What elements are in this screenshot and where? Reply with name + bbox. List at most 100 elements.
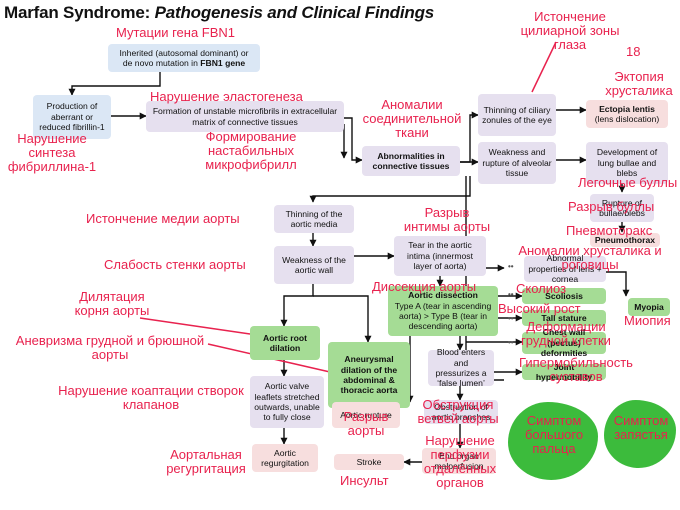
annotation-wall: Слабость стенки аорты [104,257,246,272]
node-text: Joint hypermobility [535,361,593,382]
node-text: Aneurysmal dilation of the abdominal & t… [340,354,398,396]
annotation-perfusion: Нарушение перфузии отдалённых органов [410,433,510,490]
node-ectopia-lentis: Ectopia lentis (lens dislocation) [586,100,668,128]
node-text: Rupture of bullae/blebs [599,197,645,218]
annotation-dissection: Диссекция аорты [372,279,477,294]
annotation-rupture-bullae: Разрыв буллы [568,199,655,214]
annotation-text: Гипермобильность суставов [519,355,633,385]
node-text: Scoliosis [545,290,583,301]
node-stroke: Stroke [334,454,404,470]
arrow-lens-myopia [606,271,630,297]
annotation-unstable-fibrils: Формирование настабильных микрофибрилл [176,129,326,173]
annotation-text: Обструкция ветвей аорты [417,397,499,427]
annotation-synthesis: Нарушение синтеза фибриллина-1 [0,131,104,175]
annotation-coaptation: Нарушение коаптации створок клапанов [58,383,244,413]
annotation-myopia: Миопия [624,313,671,328]
annotation-hypermobility: Гипермобильность суставов [516,355,636,385]
annotation-text: Аномалии хрусталика и роговицы [518,243,662,273]
node-text-part: de novo mutation in [122,58,201,68]
annotation-root: Дилятация корня аорты [72,289,152,318]
pointer-ciliary [531,41,557,93]
node-text: Ectopia lentis [599,103,655,114]
annotation-rupture: Разрыв аорты [336,409,396,438]
annotation-connective: Аномалии соединительной ткани [356,97,468,141]
annotation-thumb-sign: Симптом большого пальца [516,413,592,456]
title-italic: Pathogenesis and Clinical Findings [154,3,435,22]
node-thinning-media: Thinning of the aortic media [274,205,354,233]
node-tear-intima: Tear in the aortic intima (innermost lay… [394,236,486,276]
node-text: Inherited (autosomal dominant) or [119,47,249,58]
node-text: Tall stature [541,312,587,323]
annotation-lens: Аномалии хрусталика и роговицы [500,243,680,273]
annotation-text: Аортальная регургитация [166,447,246,477]
node-aneurysmal-dilation: Aneurysmal dilation of the abdominal & t… [328,342,410,408]
node-text: End organ malperfusion [434,450,484,471]
annotation-bullae: Легочные буллы [578,175,678,190]
annotation-chest: Деформации грудной клетки [504,319,628,349]
node-text: Type A (tear in ascending aorta) > Type … [394,300,492,332]
pointer-root [139,317,251,335]
node-text: Chest wall (pectus) deformities [540,327,588,359]
node-text: Aortic regurgitation [261,447,309,468]
node-text: Weakness of the aortic wall [282,254,346,275]
annotation-text: Эктопия хрусталика [605,69,673,99]
node-tall-stature: Tall stature [522,310,606,326]
annotation-text: Нарушение коаптации створок клапанов [58,383,244,413]
node-text: Production of aberrant or reduced fibril… [39,101,105,133]
annotation-aneurysm: Аневризма грудной и брюшной аорты [2,333,218,363]
node-text: Blood enters and pressurizes a ‘false lu… [435,347,487,389]
ellipsis-marker: •• [508,262,514,271]
node-aortic-rupture: Aortic rupture [332,402,400,428]
annotation-tall: Высокий рост [498,301,581,316]
node-text: (lens dislocation) [594,114,660,124]
annotation-fbn1: Мутации гена FBN1 [116,25,236,40]
node-aortic-dissection: Aortic dissection Type A (tear in ascend… [388,286,498,336]
annotation-text: Аномалии соединительной ткани [362,97,462,141]
node-inherited-mutation: Inherited (autosomal dominant) or de nov… [108,44,260,72]
ellipsis-marker: •• [508,290,514,299]
annotation-text: Деформации грудной клетки [521,319,611,349]
node-aortic-regurgitation: Aortic regurgitation [252,444,318,472]
node-text: Tear in the aortic intima (innermost lay… [407,240,473,272]
node-aortic-root-dilation: Aortic root dilation [250,326,320,360]
annotation-text: Формирование настабильных микрофибрилл [205,129,297,173]
annotation-obstruction: Обструкция ветвей аорты [406,397,510,427]
node-text: Abnormalities in connective tissues [372,150,450,171]
annotation-intima: Разрыв интимы аорты [402,205,492,235]
node-blood-false-lumen: Blood enters and pressurizes a ‘false lu… [428,347,494,389]
node-text: de novo mutation in FBN1 gene [123,58,245,68]
node-text: Thinning of ciliary zonules of the eye [482,104,552,125]
node-text: Aortic root dilation [263,332,307,353]
wrist-sign-blob [604,400,676,468]
node-scoliosis: Scoliosis [522,288,606,304]
annotation-text: Разрыв интимы аорты [403,205,491,235]
node-myopia: Myopia [628,298,670,316]
node-text: Weakness and rupture of alveolar tissue [482,147,552,179]
node-end-organ: End organ malperfusion [422,448,496,474]
node-joint-hypermobility: Joint hypermobility [522,361,606,382]
node-text: Obstruction of aortic branches [431,401,491,422]
node-text: Abnormal properties of lens + cornea [528,253,602,285]
node-text: Formation of unstable microfibrils in ex… [152,106,338,127]
node-text: Development of lung bullae and blebs [596,147,658,179]
annotation-ciliary: Истончение цилиарной зоны глаза [508,9,632,53]
node-text: Thinning of the aortic media [285,208,343,229]
annotation-scoliosis: Сколиоз [516,281,567,296]
arrow-weakness-down [280,284,314,327]
node-weakness-aortic-wall: Weakness of the aortic wall [274,246,354,284]
node-text-bold: FBN1 gene [200,58,246,68]
node-text: Pneumothorax [594,234,656,245]
node-valve-leaflets: Aortic valve leaflets stretched outwards… [250,376,324,428]
annotation-pneumothorax: Пневмоторакс [566,223,653,238]
annotation-text: Истончение цилиарной зоны глаза [520,9,620,53]
node-text: Aortic valve leaflets stretched outwards… [254,381,320,423]
page-title: Marfan Syndrome: Pathogenesis and Clinic… [4,3,434,23]
ellipsis-marker: •• [508,338,514,347]
title-bold: Marfan Syndrome: [4,3,151,22]
node-unstable-microfibrils: Formation of unstable microfibrils in ex… [146,101,344,132]
node-connective-tissue-abnormalities: Abnormalities in connective tissues [362,146,460,176]
annotation-text: Аневризма грудной и брюшной аорты [15,333,205,363]
arrow-formation-abnormalities [344,117,363,164]
annotation-text: Нарушение синтеза фибриллина-1 [7,131,97,175]
